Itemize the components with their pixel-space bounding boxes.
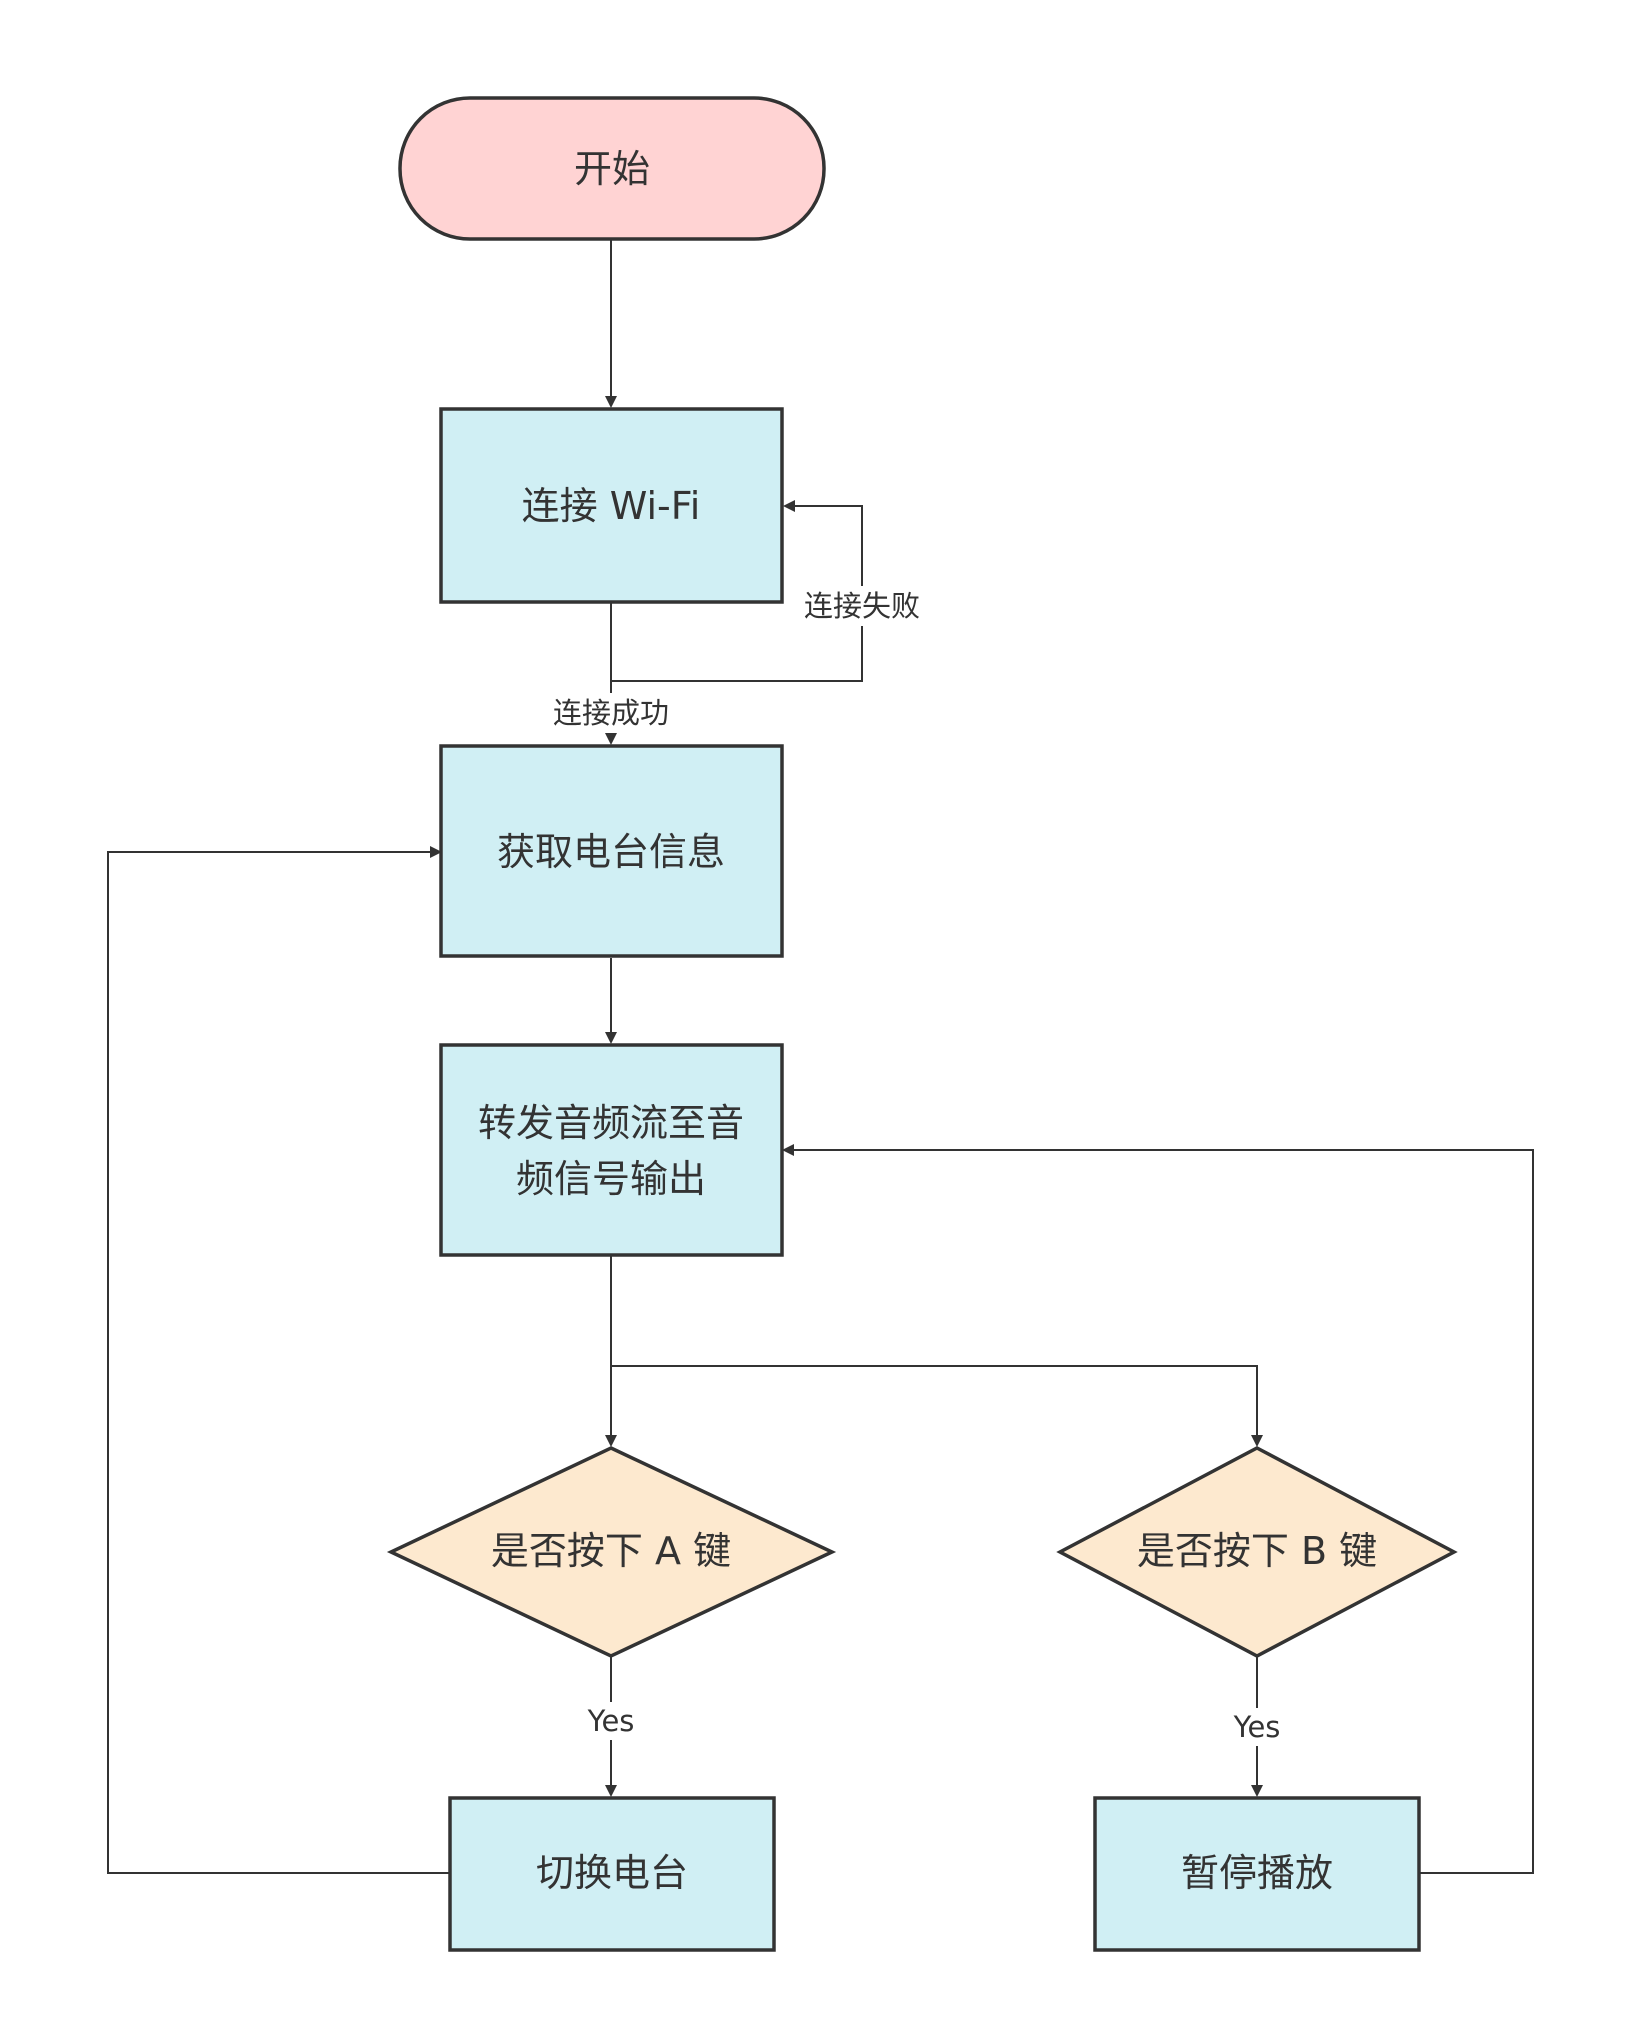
process-shape (439, 407, 784, 604)
terminal-shape (398, 96, 826, 241)
process-shape (439, 1043, 784, 1257)
node-start-label: 开始 (574, 147, 650, 191)
node-forward-audio-label-line1: 转发音频流至音 (478, 1101, 744, 1145)
node-get-station-info-label: 获取电台信息 (497, 830, 725, 874)
node-start: 开始 (398, 96, 826, 241)
node-switch-station: 切换电台 (448, 1796, 776, 1952)
node-decision-b-label: 是否按下 B 键 (1137, 1529, 1377, 1573)
node-decision-a-label: 是否按下 A 键 (491, 1529, 731, 1573)
edge-labels: 连接失败 连接成功 Yes Yes (543, 586, 1285, 1746)
node-switch-station-label: 切换电台 (536, 1851, 688, 1895)
edges (107, 240, 1534, 1874)
node-forward-audio: 转发音频流至音 频信号输出 (439, 1043, 784, 1257)
node-connect-wifi: 连接 Wi-Fi (439, 407, 784, 604)
node-connect-wifi-label: 连接 Wi-Fi (522, 484, 701, 528)
node-pause-playback-label: 暂停播放 (1181, 1851, 1333, 1895)
edge-label-connect-success: 连接成功 (553, 696, 669, 730)
edge-pause-to-forward (782, 1144, 1534, 1874)
node-get-station-info: 获取电台信息 (439, 744, 784, 958)
process-shape (439, 744, 784, 958)
node-decision-b: 是否按下 B 键 (1056, 1446, 1458, 1658)
edge-forward-to-decision-b (611, 1365, 1263, 1447)
process-shape (448, 1796, 776, 1952)
decision-shape (386, 1446, 837, 1658)
edge-label-connect-fail: 连接失败 (804, 589, 920, 623)
node-decision-a: 是否按下 A 键 (386, 1446, 837, 1658)
edge-connect-fail-loop (610, 500, 863, 682)
edge-label-yes-b: Yes (1233, 1710, 1281, 1744)
edge-switch-to-station-info (107, 846, 449, 1874)
process-shape (1093, 1796, 1421, 1952)
node-forward-audio-label-line2: 频信号输出 (516, 1157, 706, 1201)
decision-shape (1056, 1446, 1458, 1658)
node-pause-playback: 暂停播放 (1093, 1796, 1421, 1952)
edge-label-yes-a: Yes (587, 1704, 635, 1738)
